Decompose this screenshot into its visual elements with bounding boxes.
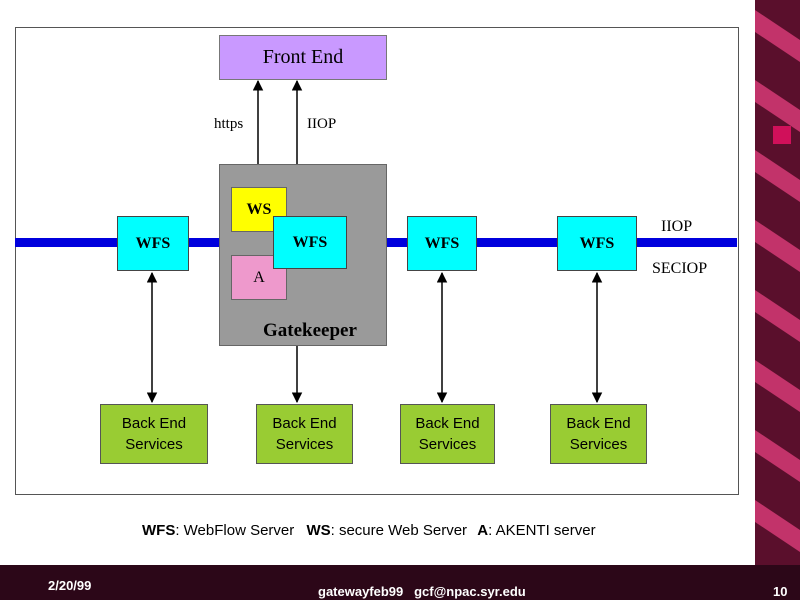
wfs-node-3: WFS (407, 216, 477, 271)
back-end-services-4: Back End Services (550, 404, 647, 464)
footer-bar: 2/20/99 gatewayfeb99 gcf@npac.syr.edu 10 (0, 565, 800, 600)
footer-date: 2/20/99 (48, 578, 92, 593)
wfs-node-4: WFS (557, 216, 637, 271)
legend-ws-text: : secure Web Server (330, 522, 468, 539)
iiop-bus-label: IIOP (661, 218, 693, 235)
back-end-services-2: Back End Services (256, 404, 353, 464)
back-end-services-1: Back End Services (100, 404, 208, 464)
decorative-side-panel (755, 0, 800, 600)
page-number: 10 (773, 584, 788, 599)
back-end-services-3: Back End Services (400, 404, 495, 464)
back-end-line1: Back End (566, 415, 631, 432)
legend-wfs-text: : WebFlow Server (175, 522, 295, 539)
seciop-label: SECIOP (652, 260, 708, 277)
back-end-line1: Back End (272, 415, 337, 432)
back-end-line1: Back End (415, 415, 480, 432)
diagonal-stripes (755, 10, 800, 552)
back-end-line2: Services (125, 436, 183, 453)
legend-wfs-abbr: WFS (142, 522, 176, 539)
back-end-line1: Back End (121, 415, 187, 432)
iiop-top-label: IIOP (307, 116, 337, 132)
https-label: https (214, 116, 244, 132)
footer-center: gatewayfeb99 gcf@npac.syr.edu (318, 584, 526, 599)
back-end-line2: Services (569, 436, 628, 453)
legend-a-abbr: A (477, 522, 489, 539)
wfs-node-1: WFS (117, 216, 189, 271)
legend-ws-abbr: WS (306, 522, 331, 539)
legend: WFS: WebFlow Server WS: secure Web Serve… (142, 522, 596, 539)
legend-a-text: : AKENTI server (488, 522, 596, 539)
front-end-box: Front End (219, 35, 387, 80)
back-end-line2: Services (275, 436, 334, 453)
wfs-node-2: WFS (273, 216, 347, 269)
back-end-line2: Services (418, 436, 477, 453)
gatekeeper-label: Gatekeeper (263, 320, 357, 341)
